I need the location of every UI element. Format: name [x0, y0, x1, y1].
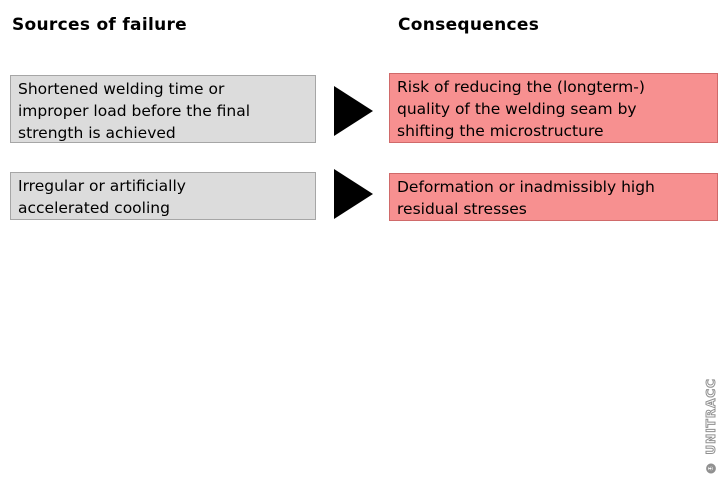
- consequence-box-seam-quality: Risk of reducing the (longterm-) quality…: [389, 73, 718, 143]
- arrow-right-icon: [334, 169, 373, 219]
- copyright-watermark: © UNITRACC: [704, 378, 719, 476]
- consequence-box-deformation: Deformation or inadmissibly high residua…: [389, 173, 718, 221]
- arrow-right-icon: [334, 86, 373, 136]
- source-box-cooling: Irregular or artificially accelerated co…: [10, 172, 316, 220]
- column-heading-sources: Sources of failure: [12, 15, 187, 35]
- column-heading-consequences: Consequences: [398, 15, 540, 35]
- source-box-welding-time: Shortened welding time or improper load …: [10, 75, 316, 143]
